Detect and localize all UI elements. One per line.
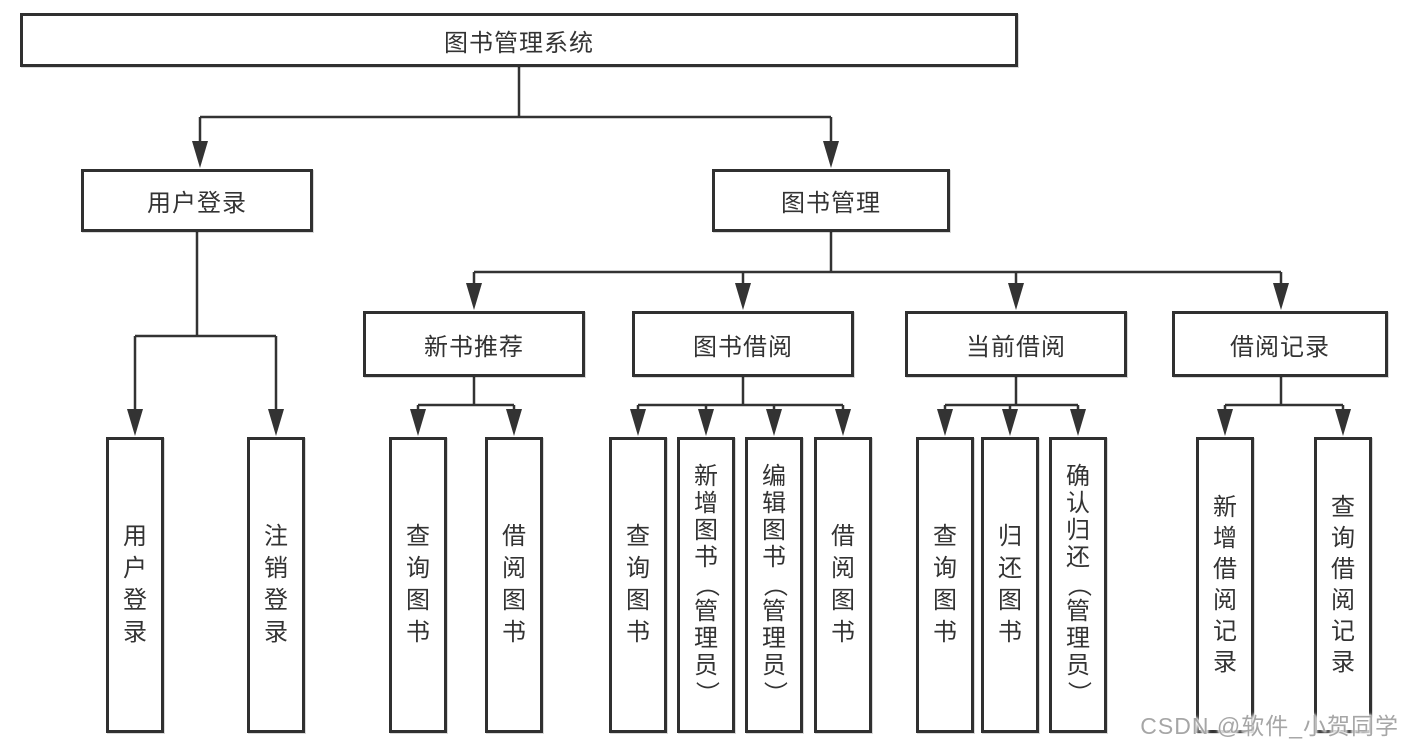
leaf-borrow-books-2: 借阅图书 xyxy=(814,437,872,733)
node-root-library-management-system: 图书管理系统 xyxy=(20,13,1018,67)
leaf-borrow-books-1: 借阅图书 xyxy=(485,437,543,733)
leaf-query-books-3: 查询图书 xyxy=(916,437,974,733)
leaf-return-books: 归还图书 xyxy=(981,437,1039,733)
leaf-add-books-admin: 新增图书（管理员） xyxy=(677,437,735,733)
node-borrowing-records: 借阅记录 xyxy=(1172,311,1388,377)
leaf-query-books-1: 查询图书 xyxy=(389,437,447,733)
leaf-confirm-return-admin: 确认归还（管理员） xyxy=(1049,437,1107,733)
leaf-logout: 注销登录 xyxy=(247,437,305,733)
csdn-watermark: CSDN @软件_小贺同学 xyxy=(1140,713,1399,739)
leaf-query-books-2: 查询图书 xyxy=(609,437,667,733)
node-book-management: 图书管理 xyxy=(712,169,950,232)
leaf-edit-books-admin: 编辑图书（管理员） xyxy=(745,437,803,733)
node-current-borrowing: 当前借阅 xyxy=(905,311,1127,377)
leaf-user-login: 用户登录 xyxy=(106,437,164,733)
node-book-borrowing: 图书借阅 xyxy=(632,311,854,377)
leaf-add-borrow-record: 新增借阅记录 xyxy=(1196,437,1254,733)
node-new-book-recommend: 新书推荐 xyxy=(363,311,585,377)
node-user-login: 用户登录 xyxy=(81,169,313,232)
leaf-query-borrow-record: 查询借阅记录 xyxy=(1314,437,1372,733)
